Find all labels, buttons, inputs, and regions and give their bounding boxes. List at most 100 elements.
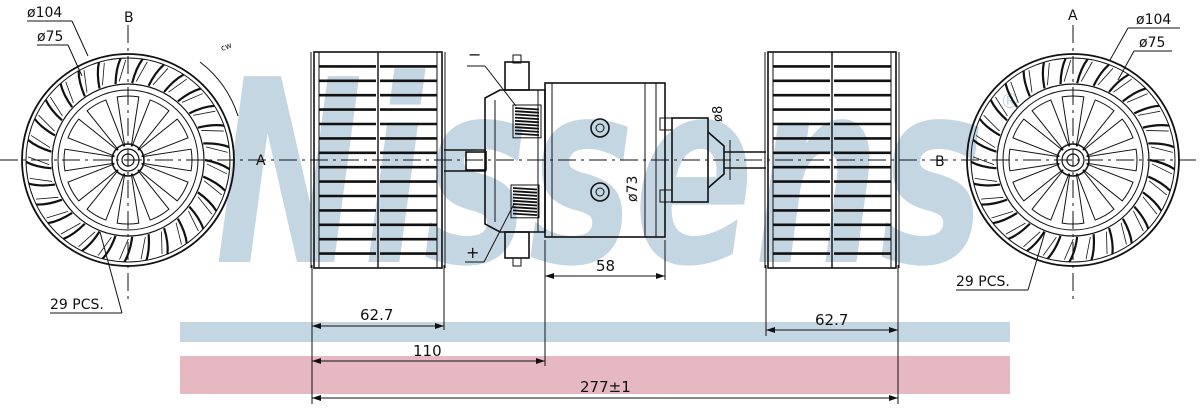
fan-blade — [1026, 230, 1046, 252]
fan-blade — [1076, 58, 1089, 84]
fan-blade — [163, 227, 169, 255]
fan-blade-edge — [201, 130, 224, 132]
spring-coil — [512, 203, 538, 207]
fan-blade-edge — [78, 231, 96, 248]
fan-blade-edge — [972, 156, 995, 165]
spring-frame — [510, 184, 540, 219]
fan-blade-edge — [1005, 222, 1026, 235]
hub-rib — [67, 163, 119, 202]
hub-rib — [1076, 169, 1115, 221]
fan-blade — [973, 182, 1001, 187]
fan-blade-edge — [975, 135, 996, 148]
spring-coil — [514, 107, 540, 111]
fan-blade — [188, 104, 215, 115]
right-blade-leader-2 — [1027, 231, 1046, 291]
connector-bottom-tab — [512, 257, 522, 267]
hub-rib — [86, 169, 125, 221]
fan-blade-edge — [97, 236, 112, 256]
fan-blade — [1142, 191, 1163, 212]
fan-blade — [114, 57, 122, 85]
left-wheel-side-view — [310, 51, 446, 269]
fan-blade-edge — [29, 177, 53, 182]
fan-blade — [62, 222, 86, 240]
spring-coil — [512, 196, 538, 200]
fan-blade — [1147, 175, 1172, 192]
fan-blade — [1133, 205, 1150, 230]
spring-coil — [512, 199, 538, 204]
fan-blade — [25, 160, 52, 170]
fan-blade-edge — [974, 177, 998, 182]
fan-blade-edge — [1064, 238, 1074, 260]
dim-110-label: 110 — [413, 342, 442, 360]
blue-band — [180, 322, 1010, 342]
fan-blade-edge — [1113, 78, 1132, 93]
hub-rib — [1012, 118, 1064, 157]
hub-rib — [1082, 118, 1134, 157]
fan-blade-edge — [1126, 93, 1148, 103]
dimension-lines — [311, 240, 899, 404]
fan-blade — [1108, 73, 1130, 93]
left-wheel-end-view — [21, 53, 235, 267]
spring-coil — [512, 187, 538, 191]
fan-blade — [177, 87, 202, 103]
terminal-negative-label: − — [468, 45, 481, 64]
registered-mark: ® — [1000, 89, 1020, 113]
fan-blade-edge — [35, 196, 59, 200]
brush-spring-negative — [512, 104, 542, 139]
spring-coil — [514, 113, 540, 117]
hub-rib — [86, 99, 125, 151]
fan-blade — [1090, 234, 1096, 261]
fan-blade-edge — [1010, 81, 1019, 104]
rear-bearing-boss — [671, 117, 709, 203]
spring-coil — [514, 110, 540, 114]
left-axis-side-label: A — [256, 153, 266, 169]
fan-blade — [163, 73, 185, 93]
rear-boss-clip-bottom — [659, 189, 673, 203]
fan-blade-edge — [203, 180, 222, 196]
left-dia-outer-leader-2 — [71, 20, 89, 57]
spring-coil — [514, 129, 540, 133]
fan-blade-edge — [38, 114, 55, 132]
fan-blade — [1122, 87, 1147, 103]
connector-top-tab — [512, 54, 522, 64]
fan-blade — [123, 236, 134, 263]
hub-rib — [137, 118, 189, 157]
fan-blade — [1092, 63, 1110, 87]
fan-blade-edge — [118, 59, 127, 82]
fan-blade — [1121, 218, 1133, 244]
arrow-m-2 — [656, 273, 665, 279]
fan-blade-edge — [205, 146, 228, 153]
hub-rib — [131, 99, 170, 151]
terminal-positive-leader-2 — [483, 203, 515, 263]
fan-blade — [972, 139, 997, 153]
fan-blade-edge — [1085, 237, 1091, 260]
fan-blade-edge — [206, 163, 228, 175]
left-dia-outer-label: ø104 — [27, 5, 62, 21]
fan-blade — [81, 230, 101, 252]
fan-blade — [96, 62, 101, 89]
motor-screw-bottom-inner — [595, 187, 605, 197]
arrow-lw-1 — [312, 323, 321, 329]
left-dia-inner-label: ø75 — [37, 29, 63, 45]
fan-blade — [1004, 83, 1018, 108]
fan-blade — [33, 118, 56, 137]
fan-blade-edge — [188, 210, 199, 232]
spring-coil — [512, 193, 538, 197]
fan-blade-edge — [983, 114, 1000, 132]
fan-blade — [989, 99, 1008, 122]
fan-blade-edge — [1146, 130, 1169, 132]
fan-blade — [197, 124, 225, 129]
motor-assembly — [444, 54, 766, 267]
right-wheel-side-view — [764, 51, 900, 269]
fan-blade — [203, 142, 230, 149]
fan-blade — [1148, 142, 1175, 149]
hub-rib — [137, 163, 189, 202]
spring-coil — [512, 212, 538, 216]
fan-blade — [197, 191, 218, 212]
spring-coil — [514, 119, 540, 124]
fan-blade — [36, 198, 63, 206]
motor-diameter-label: ø73 — [625, 176, 641, 202]
terminal-negative-leader-2 — [484, 65, 517, 107]
fan-blade-edge — [168, 78, 187, 93]
